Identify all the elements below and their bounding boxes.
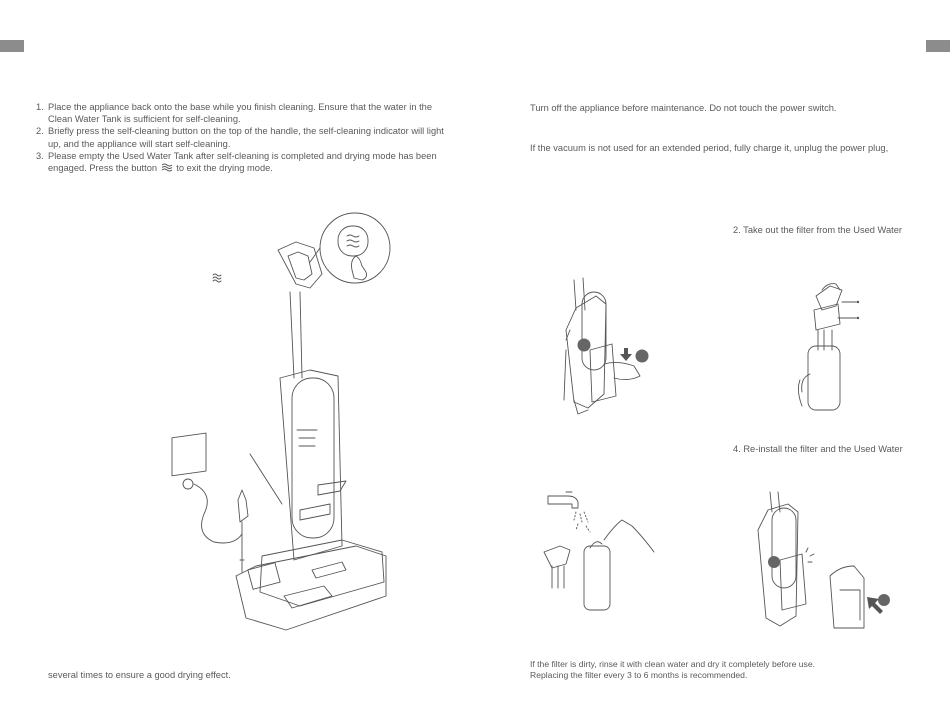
arrow-up-left-icon [867,597,883,614]
filter-step-4-label: 4. Re-install the filter and the Used Wa… [733,444,903,454]
step-number: 1. [36,102,44,112]
step-3: 3. Please empty the Used Water Tank afte… [36,150,456,174]
page-edge-tab-right [926,40,950,52]
step-text: Place the appliance back onto the base w… [48,102,433,125]
maintenance-warning: Turn off the appliance before maintenanc… [530,103,837,113]
step-marker-dot [577,338,591,352]
storage-note: If the vacuum is not used for an extende… [530,143,889,153]
drying-footer-note: several times to ensure a good drying ef… [48,670,231,680]
filter-note-line-2: Replacing the filter every 3 to 6 months… [530,670,748,680]
filter-note-line-1: If the filter is dirty, rinse it with cl… [530,659,815,669]
step-text: Briefly press the self-cleaning button o… [48,126,444,149]
filter-step-2-label: 2. Take out the filter from the Used Wat… [733,225,902,235]
step-text-after: to exit the drying mode. [176,163,273,174]
self-cleaning-button-icon [213,274,221,282]
page-edge-tab-left [0,40,24,52]
self-cleaning-steps: 1. Place the appliance back onto the bas… [36,101,456,174]
step-text-before: Please empty the Used Water Tank after s… [48,150,437,174]
step-1: 1. Place the appliance back onto the bas… [36,101,456,125]
step-marker-dot [768,556,780,568]
water-wave-icon [161,163,172,172]
step-marker-dot [878,594,890,606]
step-number: 2. [36,126,44,137]
step-marker-dot [635,349,649,363]
step-number: 3. [36,150,44,161]
finger-press-icon [352,256,367,280]
arrow-down-icon [620,348,632,361]
step-2: 2. Briefly press the self-cleaning butto… [36,125,456,149]
step-text: Please empty the Used Water Tank after s… [48,150,456,174]
